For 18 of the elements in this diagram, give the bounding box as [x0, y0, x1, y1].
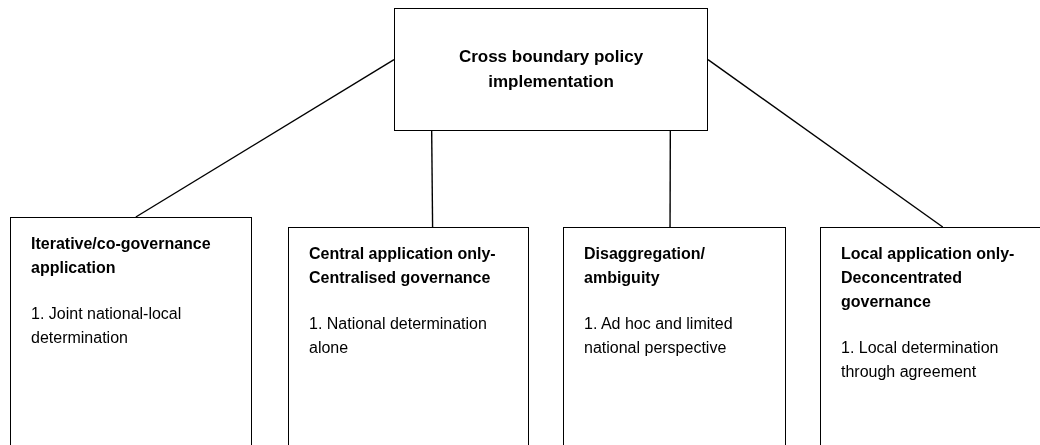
connector-line: [431, 130, 434, 228]
box-body: 1. Local determination through agreement: [841, 338, 1000, 382]
category-box: [563, 227, 786, 445]
box-heading: Disaggregation/ ambiguity: [584, 244, 706, 288]
root-box: [394, 8, 708, 131]
category-box: [10, 217, 252, 445]
box-heading: Iterative/co-governance application: [31, 234, 211, 278]
box-body: 1. National determination alone: [309, 314, 488, 358]
box-body: 1. Ad hoc and limited national perspective: [584, 314, 734, 358]
category-box: [820, 227, 1040, 445]
box-heading: Central application only-Centralised governance: [309, 244, 497, 288]
box-heading: Cross boundary policy implementation: [457, 45, 645, 93]
connector-line: [707, 58, 944, 228]
connector-line: [669, 130, 672, 228]
box-heading: Local application only-Deconcentrated governance: [841, 244, 1016, 312]
category-box: [288, 227, 529, 445]
box-body: 1. Joint national-local determination: [31, 304, 183, 348]
connector-line: [135, 58, 395, 218]
